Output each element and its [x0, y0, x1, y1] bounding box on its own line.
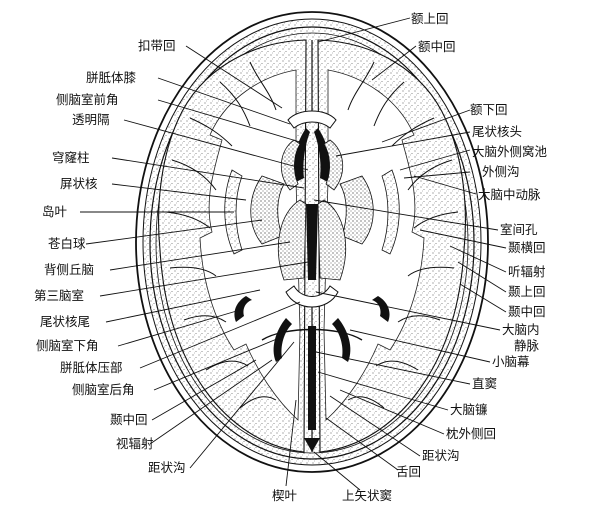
structure-labels: 额上回 扣带回 额中回 胼胝体膝 侧脑室前角 透明隔 额下回 尾状核头 大脑外侧… [34, 11, 548, 503]
label-lateral-sulcus: 外侧沟 [482, 164, 520, 179]
superior-sagittal-sinus-posterior [304, 438, 320, 452]
label-head-caudate-nucleus: 尾状核头 [472, 124, 522, 139]
label-septum-pellucidum: 透明隔 [72, 112, 110, 127]
leader-lines [80, 17, 507, 491]
label-dorsal-thalamus: 背侧丘脑 [44, 262, 94, 277]
label-lingual-gyrus: 舌回 [396, 464, 421, 479]
right-thalamus [317, 199, 347, 281]
label-internal-cerebral-vein-line1: 大脑内 [502, 322, 540, 337]
label-interventricular-foramen: 室间孔 [500, 222, 538, 237]
label-tail-caudate-nucleus: 尾状核尾 [40, 314, 90, 329]
label-transverse-temporal-gyrus: 颞横回 [508, 240, 546, 255]
label-calcarine-sulcus-right: 距状沟 [422, 448, 460, 463]
label-cuneus: 楔叶 [272, 488, 298, 503]
label-claustrum: 屏状核 [60, 176, 98, 191]
label-column-fornix: 穹窿柱 [52, 150, 90, 165]
right-white-matter [323, 69, 425, 421]
left-thalamus [277, 199, 307, 281]
label-posterior-horn-lateral-ventricle: 侧脑室后角 [72, 382, 135, 397]
label-insula: 岛叶 [42, 204, 68, 219]
right-lentiform-nucleus [339, 175, 374, 245]
right-posterior-horn [332, 318, 351, 362]
skull-inner-edge [149, 26, 475, 460]
label-middle-cerebral-artery: 大脑中动脉 [478, 187, 541, 202]
label-anterior-horn-lateral-ventricle: 侧脑室前角 [56, 92, 119, 107]
splenium-corpus-callosum [285, 285, 339, 308]
label-inferior-horn-lateral-ventricle: 侧脑室下角 [36, 338, 99, 353]
label-middle-temporal-gyrus-left: 颞中回 [110, 412, 148, 427]
label-genu-corpus-callosum: 胼胝体膝 [86, 70, 137, 85]
third-ventricle [306, 204, 318, 280]
label-cingulate-gyrus: 扣带回 [138, 38, 176, 53]
genu-corpus-callosum [287, 110, 337, 129]
sulci [165, 61, 459, 409]
label-superior-sagittal-sinus: 上矢状窦 [342, 488, 392, 503]
label-superior-frontal-gyrus: 额上回 [411, 11, 449, 26]
right-insula-cortex [381, 169, 400, 255]
label-middle-frontal-gyrus: 额中回 [418, 39, 456, 54]
right-inferior-horn [372, 296, 390, 322]
deep-structures [224, 110, 400, 452]
label-inferior-frontal-gyrus: 额下回 [470, 102, 508, 117]
dura-line [155, 32, 469, 454]
label-internal-cerebral-vein-line2: 静脉 [514, 338, 540, 353]
left-lentiform-nucleus [250, 175, 285, 245]
label-lateral-occipital-gyrus: 枕外侧回 [446, 426, 496, 441]
label-lateral-fossa-cistern: 大脑外侧窝池 [472, 144, 548, 159]
label-third-ventricle: 第三脑室 [34, 288, 84, 303]
left-inferior-horn [234, 296, 252, 322]
label-globus-pallidus: 苍白球 [48, 236, 86, 251]
skull-outer-edge [135, 11, 489, 473]
left-anterior-horn [293, 128, 310, 182]
straight-sinus [308, 326, 316, 430]
right-anterior-horn [314, 128, 331, 182]
label-tentorium-cerebelli: 小脑幕 [492, 354, 530, 369]
label-optic-radiation: 视辐射 [116, 436, 154, 451]
label-straight-sinus: 直窦 [472, 376, 497, 391]
label-calcarine-sulcus-left: 距状沟 [148, 460, 186, 475]
label-acoustic-radiation: 听辐射 [508, 264, 546, 279]
left-posterior-horn [273, 318, 292, 362]
label-superior-temporal-gyrus: 颞上回 [508, 284, 546, 299]
label-middle-temporal-gyrus-right: 颞中回 [508, 304, 546, 319]
label-splenium-corpus-callosum: 胼胝体压部 [60, 360, 123, 375]
label-falx-cerebri: 大脑镰 [450, 402, 488, 417]
right-caudate-head [323, 139, 343, 191]
